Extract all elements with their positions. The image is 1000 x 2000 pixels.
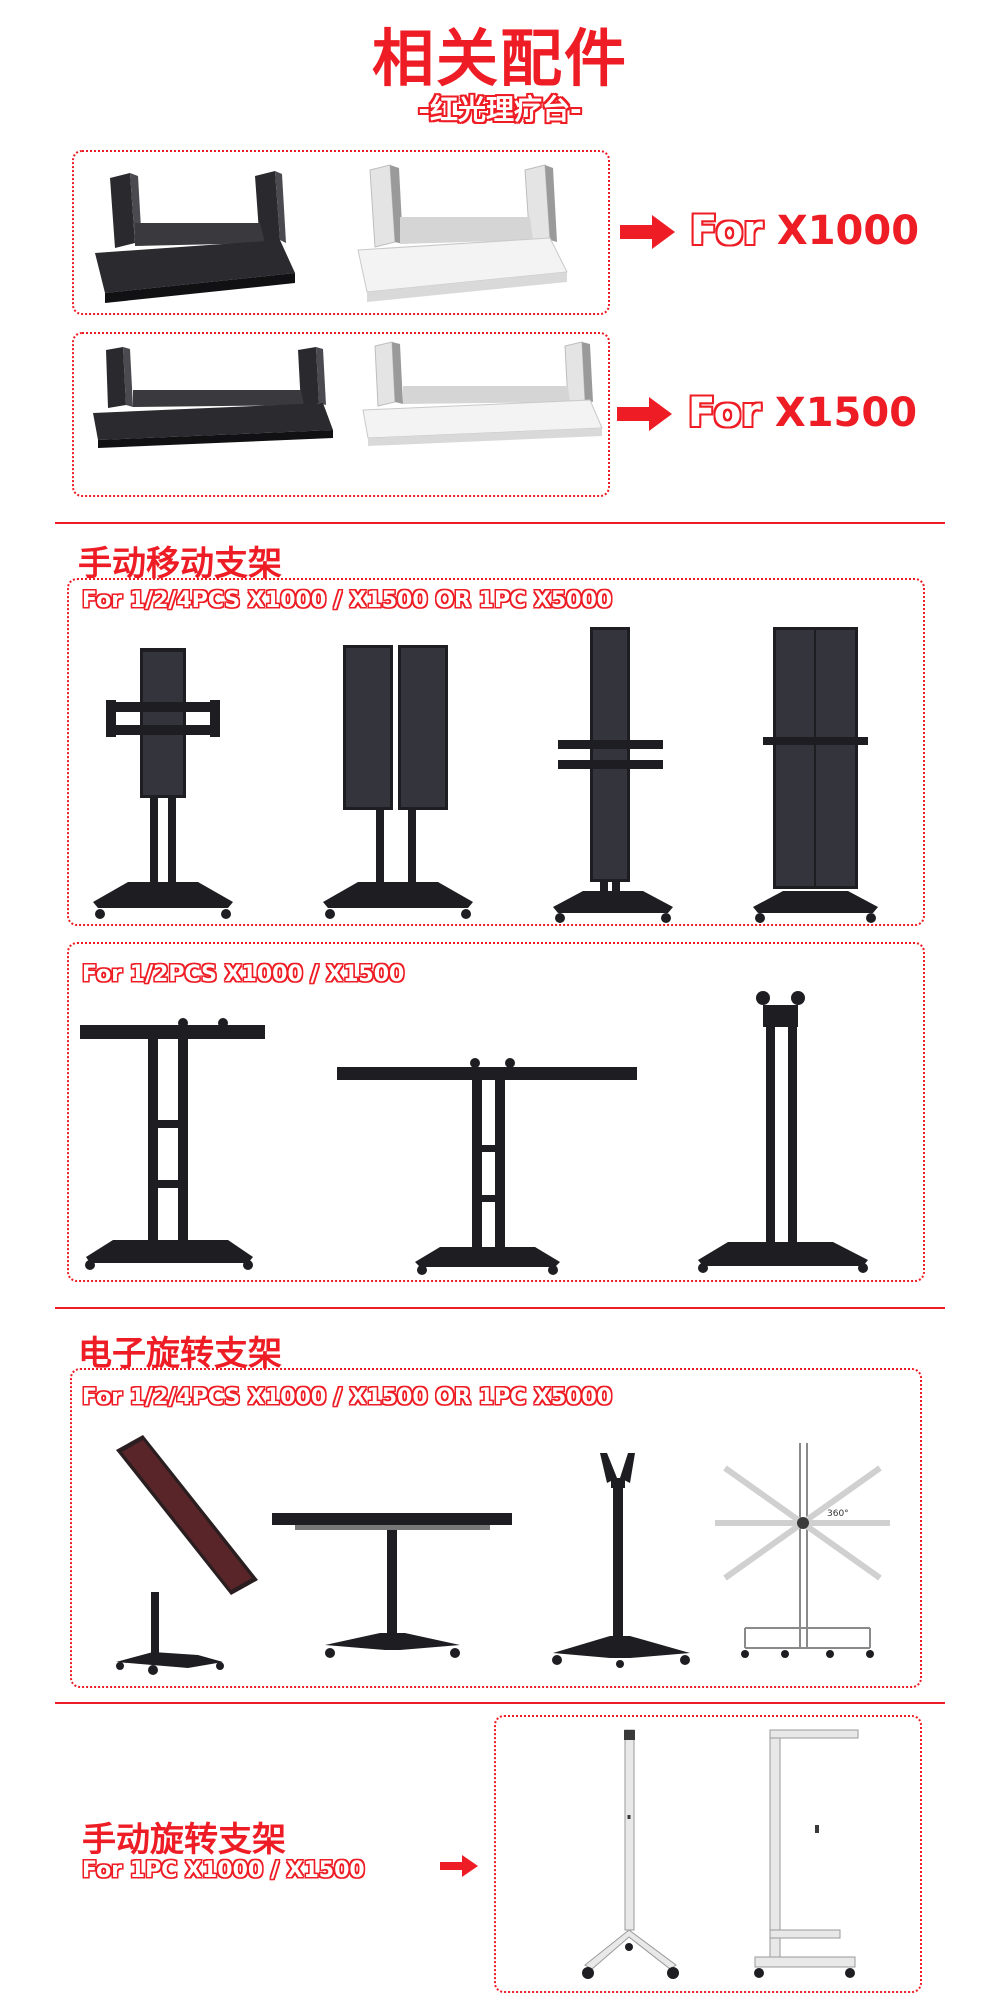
mobile-stand-double-panel <box>323 645 473 919</box>
electric-stand-title: 电子旋转支架 <box>78 1334 282 1374</box>
manual-stand-box2-label: For 1/2PCS X1000 / X1500 <box>82 962 405 987</box>
manual-rotate-stand-white-1 <box>582 1729 679 1979</box>
electric-stand-label: For 1/2/4PCS X1000 / X1500 OR 1PC X5000 <box>82 1385 613 1410</box>
arrow-right-icon <box>440 1855 478 1877</box>
electric-stand-rotation-diagram: 360° <box>715 1443 890 1658</box>
electric-stand-tilted-panel <box>116 1435 258 1675</box>
platform-black-x1500 <box>93 347 333 448</box>
section-divider <box>55 1702 945 1704</box>
manual-rotate-title: 手动旋转支架 <box>82 1820 286 1860</box>
mobile-stand-single-panel <box>93 648 233 919</box>
for-word: For <box>690 208 763 254</box>
model-name: X1500 <box>774 390 918 436</box>
section-divider <box>55 522 945 524</box>
for-word: For <box>688 390 761 436</box>
manual-rotate-label: For 1PC X1000 / X1500 <box>82 1858 365 1883</box>
rotation-angle-mark: 360° <box>827 1509 849 1519</box>
model-name: X1000 <box>776 208 920 254</box>
electric-stand-flat-panel <box>272 1513 512 1658</box>
platform-box-x1500 <box>72 332 610 497</box>
manual-stand-box1-label: For 1/2/4PCS X1000 / X1500 OR 1PC X5000 <box>82 588 613 613</box>
horizontal-stand-1 <box>80 1018 265 1270</box>
electric-stand-y-bracket <box>552 1453 690 1668</box>
platform-label-x1000: For X1000 <box>690 208 919 254</box>
section-divider <box>55 1307 945 1309</box>
manual-stand-box-2 <box>67 942 925 1282</box>
manual-stand-box-1 <box>67 578 925 926</box>
platform-box-x1000 <box>72 150 610 315</box>
platform-white-x1500 <box>362 341 603 446</box>
page-subtitle: -红光理疗台- <box>418 93 582 126</box>
page-title: 相关配件 <box>371 22 628 95</box>
arrow-right-icon <box>620 215 675 249</box>
manual-stand-title: 手动移动支架 <box>78 544 282 584</box>
mobile-stand-tall-panel <box>553 627 673 923</box>
vertical-stand-3 <box>698 991 868 1273</box>
platform-black-x1000 <box>95 171 295 303</box>
manual-rotate-stand-white-2 <box>754 1729 859 1978</box>
horizontal-stand-2-wide <box>337 1058 637 1275</box>
mobile-stand-x5000-panel <box>753 627 878 923</box>
platform-label-x1500: For X1500 <box>688 390 917 436</box>
electric-stand-box <box>70 1368 922 1688</box>
platform-white-x1000 <box>357 164 568 302</box>
manual-rotate-box <box>494 1715 922 1993</box>
arrow-right-icon <box>617 397 672 431</box>
